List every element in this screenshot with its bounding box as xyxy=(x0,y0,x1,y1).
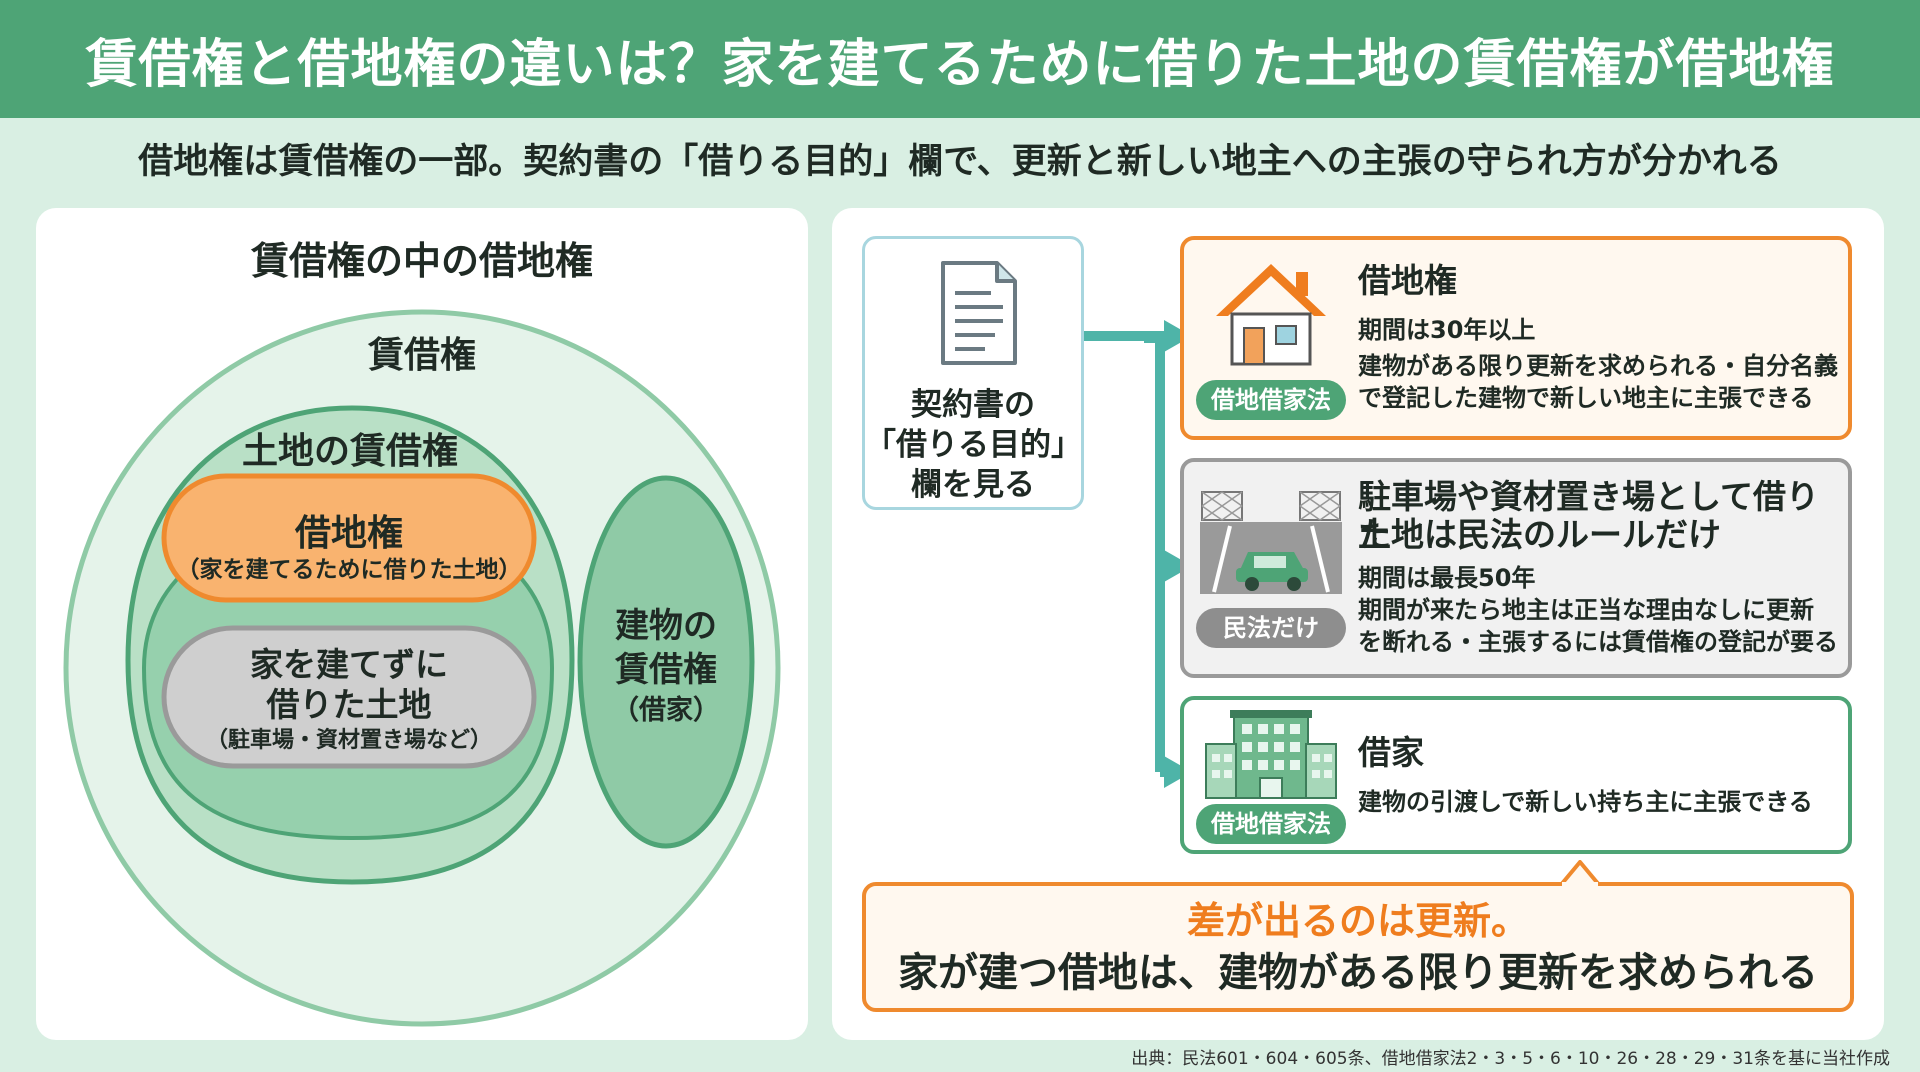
land-lease-label: 土地の賃借権 xyxy=(241,431,458,472)
shakuchi-shape xyxy=(161,473,537,603)
callout-headline: 差が出るのは更新。 xyxy=(1186,899,1529,943)
badge-minpo: 民法だけ xyxy=(1196,608,1346,648)
badge-shakuya: 借地借家法 xyxy=(1196,804,1346,844)
callout-text: 家が建つ借地は、建物がある限り更新を求められる xyxy=(898,950,1818,996)
building-label-2: 賃借権 xyxy=(615,650,717,690)
document-icon xyxy=(941,261,1017,365)
building-icon xyxy=(1205,710,1337,799)
card-minpo-line-3: を断れる・主張するには賃借権の登記が要る xyxy=(1358,628,1838,656)
card-minpo-line-2: 期間が来たら地主は正当な理由なしに更新 xyxy=(1358,596,1814,624)
card-minpo-line-1: 期間は最長50年 xyxy=(1358,564,1536,592)
page-subtitle: 借地権は賃借権の一部。契約書の「借りる目的」欄で、更新と新しい地主への主張の守ら… xyxy=(138,142,1782,182)
card-minpo: 民法だけ 駐車場や資材置き場として借りた 土地は民法のルールだけ 期間は最長50… xyxy=(1180,458,1852,678)
venn-diagram xyxy=(63,309,781,1027)
shakuchi-sub-label: （家を建てるために借りた土地） xyxy=(176,557,522,583)
building-lease-shape xyxy=(577,475,755,849)
other-land-label-1: 家を建てずに xyxy=(250,645,448,684)
arrowheads xyxy=(1160,320,1192,788)
building-label-1: 建物の xyxy=(615,606,717,646)
contract-purpose-line-2: 「借りる目的」 xyxy=(865,427,1082,463)
card-shakuya-title: 借家 xyxy=(1358,733,1424,772)
badge-shakuchi: 借地借家法 xyxy=(1196,380,1346,420)
arrowhead-shakuchi xyxy=(1164,320,1192,352)
contract-purpose-line-3: 欄を見る xyxy=(911,467,1035,503)
card-shakuchi-line-2: 建物がある限り更新を求められる・自分名義 xyxy=(1358,352,1838,380)
venn-panel: 賃借権の中の借地権 賃借権 土地の賃借権 借地権 （家を建てるために借りた土地）… xyxy=(36,208,808,1040)
contract-purpose-box: 契約書の 「借りる目的」 欄を見る xyxy=(862,236,1084,510)
card-shakuya-line-1: 建物の引渡しで新しい持ち主に主張できる xyxy=(1358,788,1813,816)
card-shakuchi-title: 借地権 xyxy=(1358,261,1457,300)
card-shakuchi-line-3: で登記した建物で新しい地主に主張できる xyxy=(1358,384,1814,412)
page-title: 賃借権と借地権の違いは？家を建てるために借りた土地の賃借権が借地権 xyxy=(85,34,1835,95)
contract-purpose-text: 契約書の 「借りる目的」 欄を見る xyxy=(865,385,1082,505)
shakuchi-label: 借地権 xyxy=(294,513,403,554)
card-shakuchi-line-1: 期間は30年以上 xyxy=(1358,316,1536,344)
title-bar: 賃借権と借地権の違いは？家を建てるために借りた土地の賃借権が借地権 xyxy=(0,0,1920,118)
other-land-shape xyxy=(161,625,537,769)
house-icon xyxy=(1216,264,1326,366)
flow-panel: 契約書の 「借りる目的」 欄を見る xyxy=(832,208,1884,1040)
branch-arrows xyxy=(1084,331,1165,772)
arrowhead-shakuya xyxy=(1164,756,1192,788)
building-sub-label: （借家） xyxy=(612,695,720,726)
card-minpo-title-2: 土地は民法のルールだけ xyxy=(1358,515,1721,554)
other-land-sub-label: （駐車場・資材置き場など） xyxy=(205,728,492,753)
contract-purpose-line-1: 契約書の xyxy=(911,387,1035,423)
card-minpo-title-1: 駐車場や資材置き場として借りた xyxy=(1358,477,1820,554)
card-shakuya: 借地借家法 借家 建物の引渡しで新しい持ち主に主張できる xyxy=(1180,696,1852,854)
card-shakuchi: 借地借家法 借地権 期間は30年以上 建物がある限り更新を求められる・自分名義 … xyxy=(1180,236,1852,440)
outer-label: 賃借権 xyxy=(367,335,476,376)
callout-pointer xyxy=(1560,860,1600,886)
source-note: 出典：民法601・604・605条、借地借家法2・3・5・6・10・26・28・… xyxy=(1131,1049,1890,1069)
venn-heading: 賃借権の中の借地権 xyxy=(250,239,593,283)
arrowhead-minpo xyxy=(1164,550,1192,582)
renewal-callout: 差が出るのは更新。 家が建つ借地は、建物がある限り更新を求められる xyxy=(862,860,1854,1012)
other-land-label-2: 借りた土地 xyxy=(266,685,432,724)
parking-lot-icon xyxy=(1200,491,1342,594)
